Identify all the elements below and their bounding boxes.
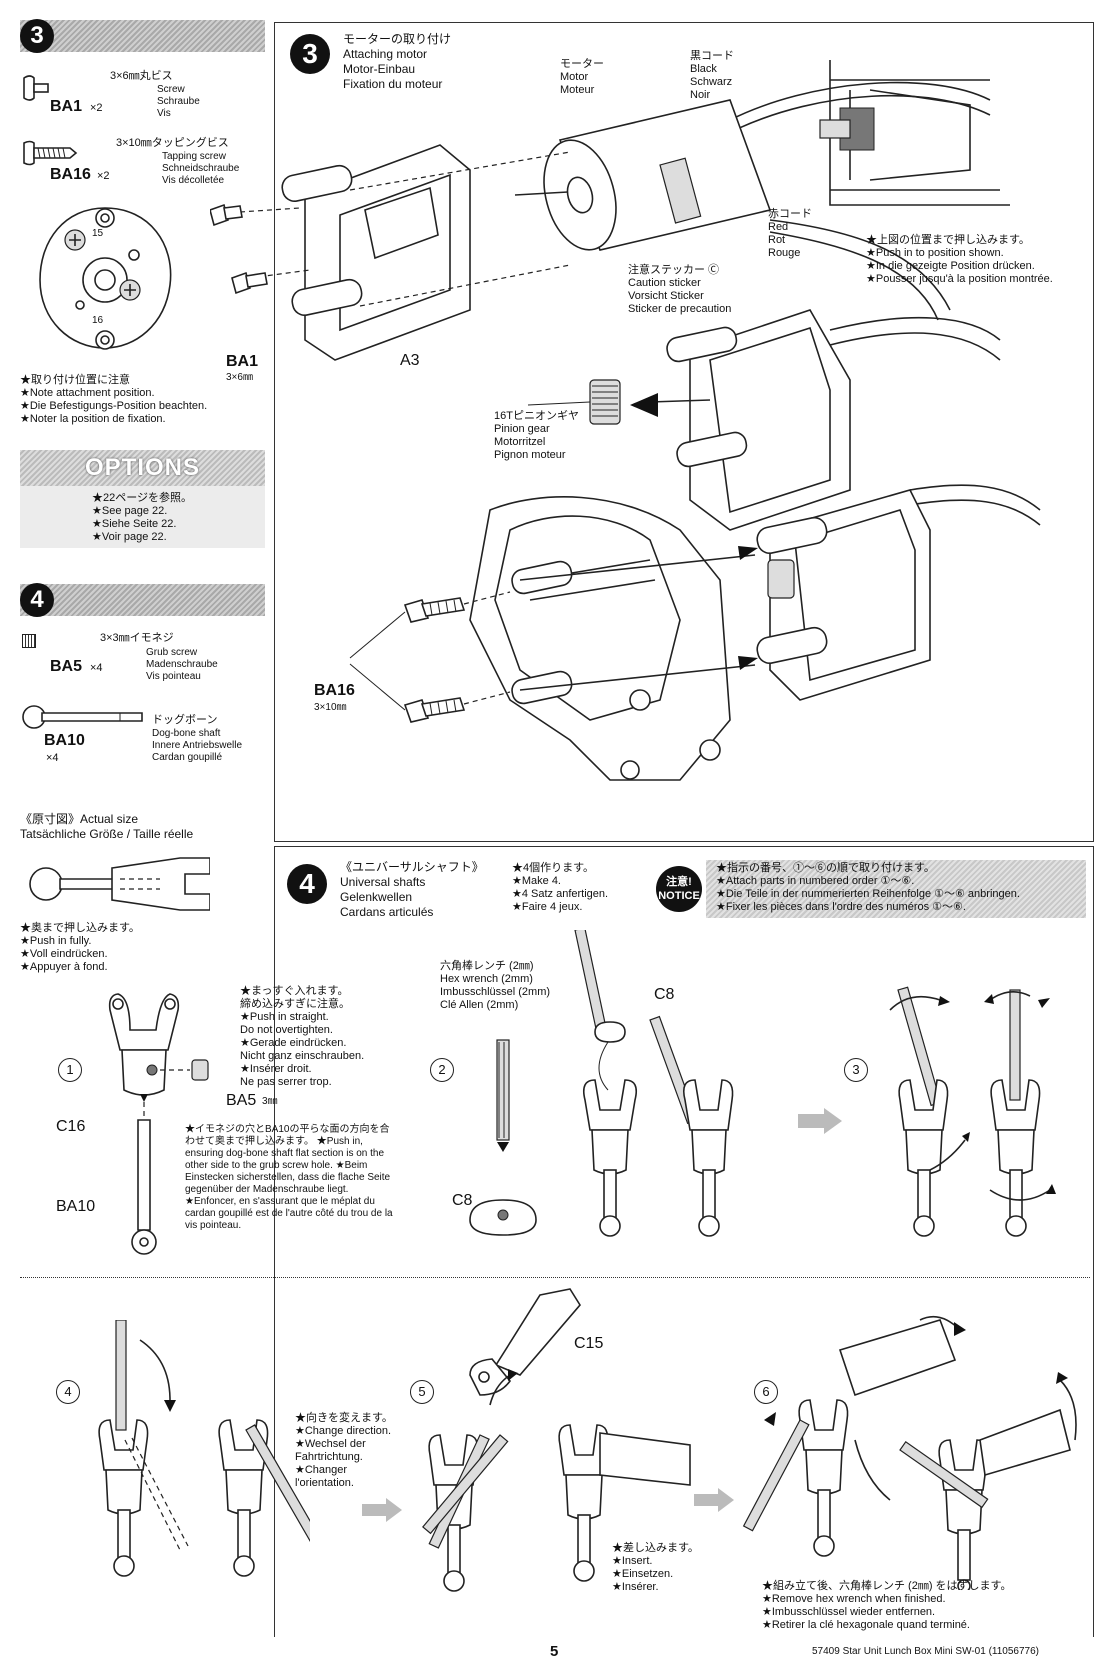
a3-callout: A3 xyxy=(400,352,420,369)
substep-6-number: 6 xyxy=(754,1380,778,1404)
options-title: OPTIONS xyxy=(20,450,265,486)
ba1-jp-name: 3×6㎜丸ビス xyxy=(110,70,173,82)
ba5-grub-screw-icon xyxy=(22,634,36,648)
push-straight-note: ★まっすぐ入れます。 締め込みすぎに注意。 ★Push in straight.… xyxy=(240,985,365,1088)
substep-3-drawing xyxy=(889,986,1056,1237)
ba5-names: Grub screw Madenschraube Vis pointeau xyxy=(146,647,218,682)
ba10-qty: ×4 xyxy=(46,752,59,764)
step3-left-header xyxy=(20,20,265,52)
insert-note: ★差し込みます。 ★Insert. ★Einsetzen. ★Insérer. xyxy=(612,1542,699,1593)
step3-main-title: モーターの取り付け Attaching motor Motor-Einbau F… xyxy=(343,32,452,91)
ba16-jp-name: 3×10㎜タッピングビス xyxy=(116,137,229,149)
next-arrow-icon-3 xyxy=(694,1488,734,1512)
grub-align-note: ★イモネジの穴とBA10の平らな面の方向を合わせて奥まで押し込みます。 ★Pus… xyxy=(185,1124,393,1231)
attachment-position-note: ★取り付け位置に注意 ★Note attachment position. ★D… xyxy=(20,374,208,425)
ba16-names: Tapping screw Schneidschraube Vis décoll… xyxy=(162,151,240,186)
document-id: 57409 Star Unit Lunch Box Mini SW-01 (11… xyxy=(812,1646,1039,1657)
push-position-note: ★上図の位置まで押し込みます。 ★Push in to position sho… xyxy=(866,234,1053,285)
motor-assembly-drawing xyxy=(210,60,1041,781)
substep-2-drawing xyxy=(469,930,734,1237)
plate-label-15: 15 xyxy=(92,228,104,239)
step4-main-number: 4 xyxy=(287,864,327,904)
step4-main-panel xyxy=(274,846,1094,1637)
next-arrow-icon-2 xyxy=(362,1498,402,1522)
substep-6-drawing xyxy=(742,1315,1077,1590)
ba5-part-id: BA5 xyxy=(50,658,83,675)
ba16-size: 3×10㎜ xyxy=(314,702,347,713)
pinion-gear-label: 16Tピニオンギヤ Pinion gear Motorritzel Pignon… xyxy=(494,410,579,461)
ba5-jp-name: 3×3㎜イモネジ xyxy=(100,632,174,644)
step4-left-header xyxy=(20,584,265,616)
change-direction-note: ★向きを変えます。 ★Change direction. ★Wechsel de… xyxy=(295,1412,393,1489)
next-arrow-icon xyxy=(798,1108,842,1134)
ba1-screw-icon xyxy=(23,75,49,101)
left-column: 3 BA1 ×2 3×6㎜丸ビス Screw Schraube Vis BA16… xyxy=(0,0,270,980)
step4-left-number: 4 xyxy=(20,583,54,617)
ba1-names: Screw Schraube Vis xyxy=(157,84,200,119)
push-fully-note: ★奥まで押し込みます。 ★Push in fully. ★Voll eindrü… xyxy=(20,922,140,973)
ba10-jp-name: ドッグボーン xyxy=(152,714,218,726)
ba1-callout: BA1 xyxy=(226,353,259,370)
substep-2-number: 2 xyxy=(430,1058,454,1082)
hex-wrench-label: 六角棒レンチ (2㎜) Hex wrench (2mm) Imbusschlüs… xyxy=(440,960,551,1011)
ba1-part-id: BA1 xyxy=(50,98,83,115)
options-info-box xyxy=(20,486,265,548)
ba16-callout: BA16 xyxy=(314,682,355,699)
ba16-qty: ×2 xyxy=(97,170,110,182)
step3-left-number: 3 xyxy=(20,19,54,53)
c16-callout: C16 xyxy=(56,1118,86,1135)
step4-main-title: 《ユニバーサルシャフト》 Universal shafts Gelenkwell… xyxy=(340,860,484,919)
substep-5-drawing xyxy=(422,1288,691,1592)
step3-main-panel xyxy=(274,22,1094,842)
ba5-qty: ×4 xyxy=(90,662,103,674)
make-four-note: ★4個作ります。 ★Make 4. ★4 Satz anfertigen. ★F… xyxy=(512,862,609,913)
ba5-callout: BA5 xyxy=(226,1092,257,1109)
black-cord-label: 黒コード Black Schwarz Noir xyxy=(690,50,734,101)
substep-5-number: 5 xyxy=(410,1380,434,1404)
substep-1-drawing xyxy=(108,993,209,1255)
step4-divider xyxy=(20,1277,1090,1278)
motor-label: モーター Motor Moteur xyxy=(560,58,604,96)
c8-callout-top: C8 xyxy=(654,986,675,1003)
ba16-part-id: BA16 xyxy=(50,166,91,183)
ba5-callout-size: 3㎜ xyxy=(262,1096,278,1107)
page-number: 5 xyxy=(550,1643,559,1660)
ba10-dog-bone-icon xyxy=(22,705,143,729)
order-note: ★指示の番号、①～⑥の順で取り付けます。 ★Attach parts in nu… xyxy=(716,862,1020,913)
substep-4-drawing xyxy=(98,1320,310,1577)
substep-1-number: 1 xyxy=(58,1058,82,1082)
actual-size-heading: 《原寸図》Actual size Tatsächliche Größe / Ta… xyxy=(20,812,194,841)
order-note-box xyxy=(706,860,1086,918)
ba10-names: Dog-bone shaft Innere Antriebswelle Card… xyxy=(152,728,243,763)
caution-sticker-label: 注意ステッカー Ⓒ Caution sticker Vorsicht Stick… xyxy=(628,264,732,315)
motor-plate-diagram xyxy=(39,207,172,350)
ba1-qty: ×2 xyxy=(90,102,103,114)
substep-3-number: 3 xyxy=(844,1058,868,1082)
ba1-size: 3×6㎜ xyxy=(226,372,253,383)
ba10-callout: BA10 xyxy=(56,1198,96,1215)
remove-wrench-note: ★組み立て後、六角棒レンチ (2㎜) をはずします。 ★Remove hex w… xyxy=(762,1580,1012,1631)
c8-callout-bottom: C8 xyxy=(452,1192,473,1209)
options-text: ★22ページを参照。 ★See page 22. ★Siehe Seite 22… xyxy=(92,492,193,543)
plate-label-16: 16 xyxy=(92,315,104,326)
c15-callout: C15 xyxy=(574,1335,604,1352)
ba16-screw-icon xyxy=(23,140,78,166)
step3-main-number: 3 xyxy=(290,34,330,74)
ba10-part-id: BA10 xyxy=(44,732,85,749)
notice-badge: 注意! NOTICE xyxy=(656,866,702,912)
red-cord-label: 赤コード Red Rot Rouge xyxy=(768,208,812,259)
substep-4-number: 4 xyxy=(56,1380,80,1404)
actual-size-shaft-diagram xyxy=(29,857,210,911)
